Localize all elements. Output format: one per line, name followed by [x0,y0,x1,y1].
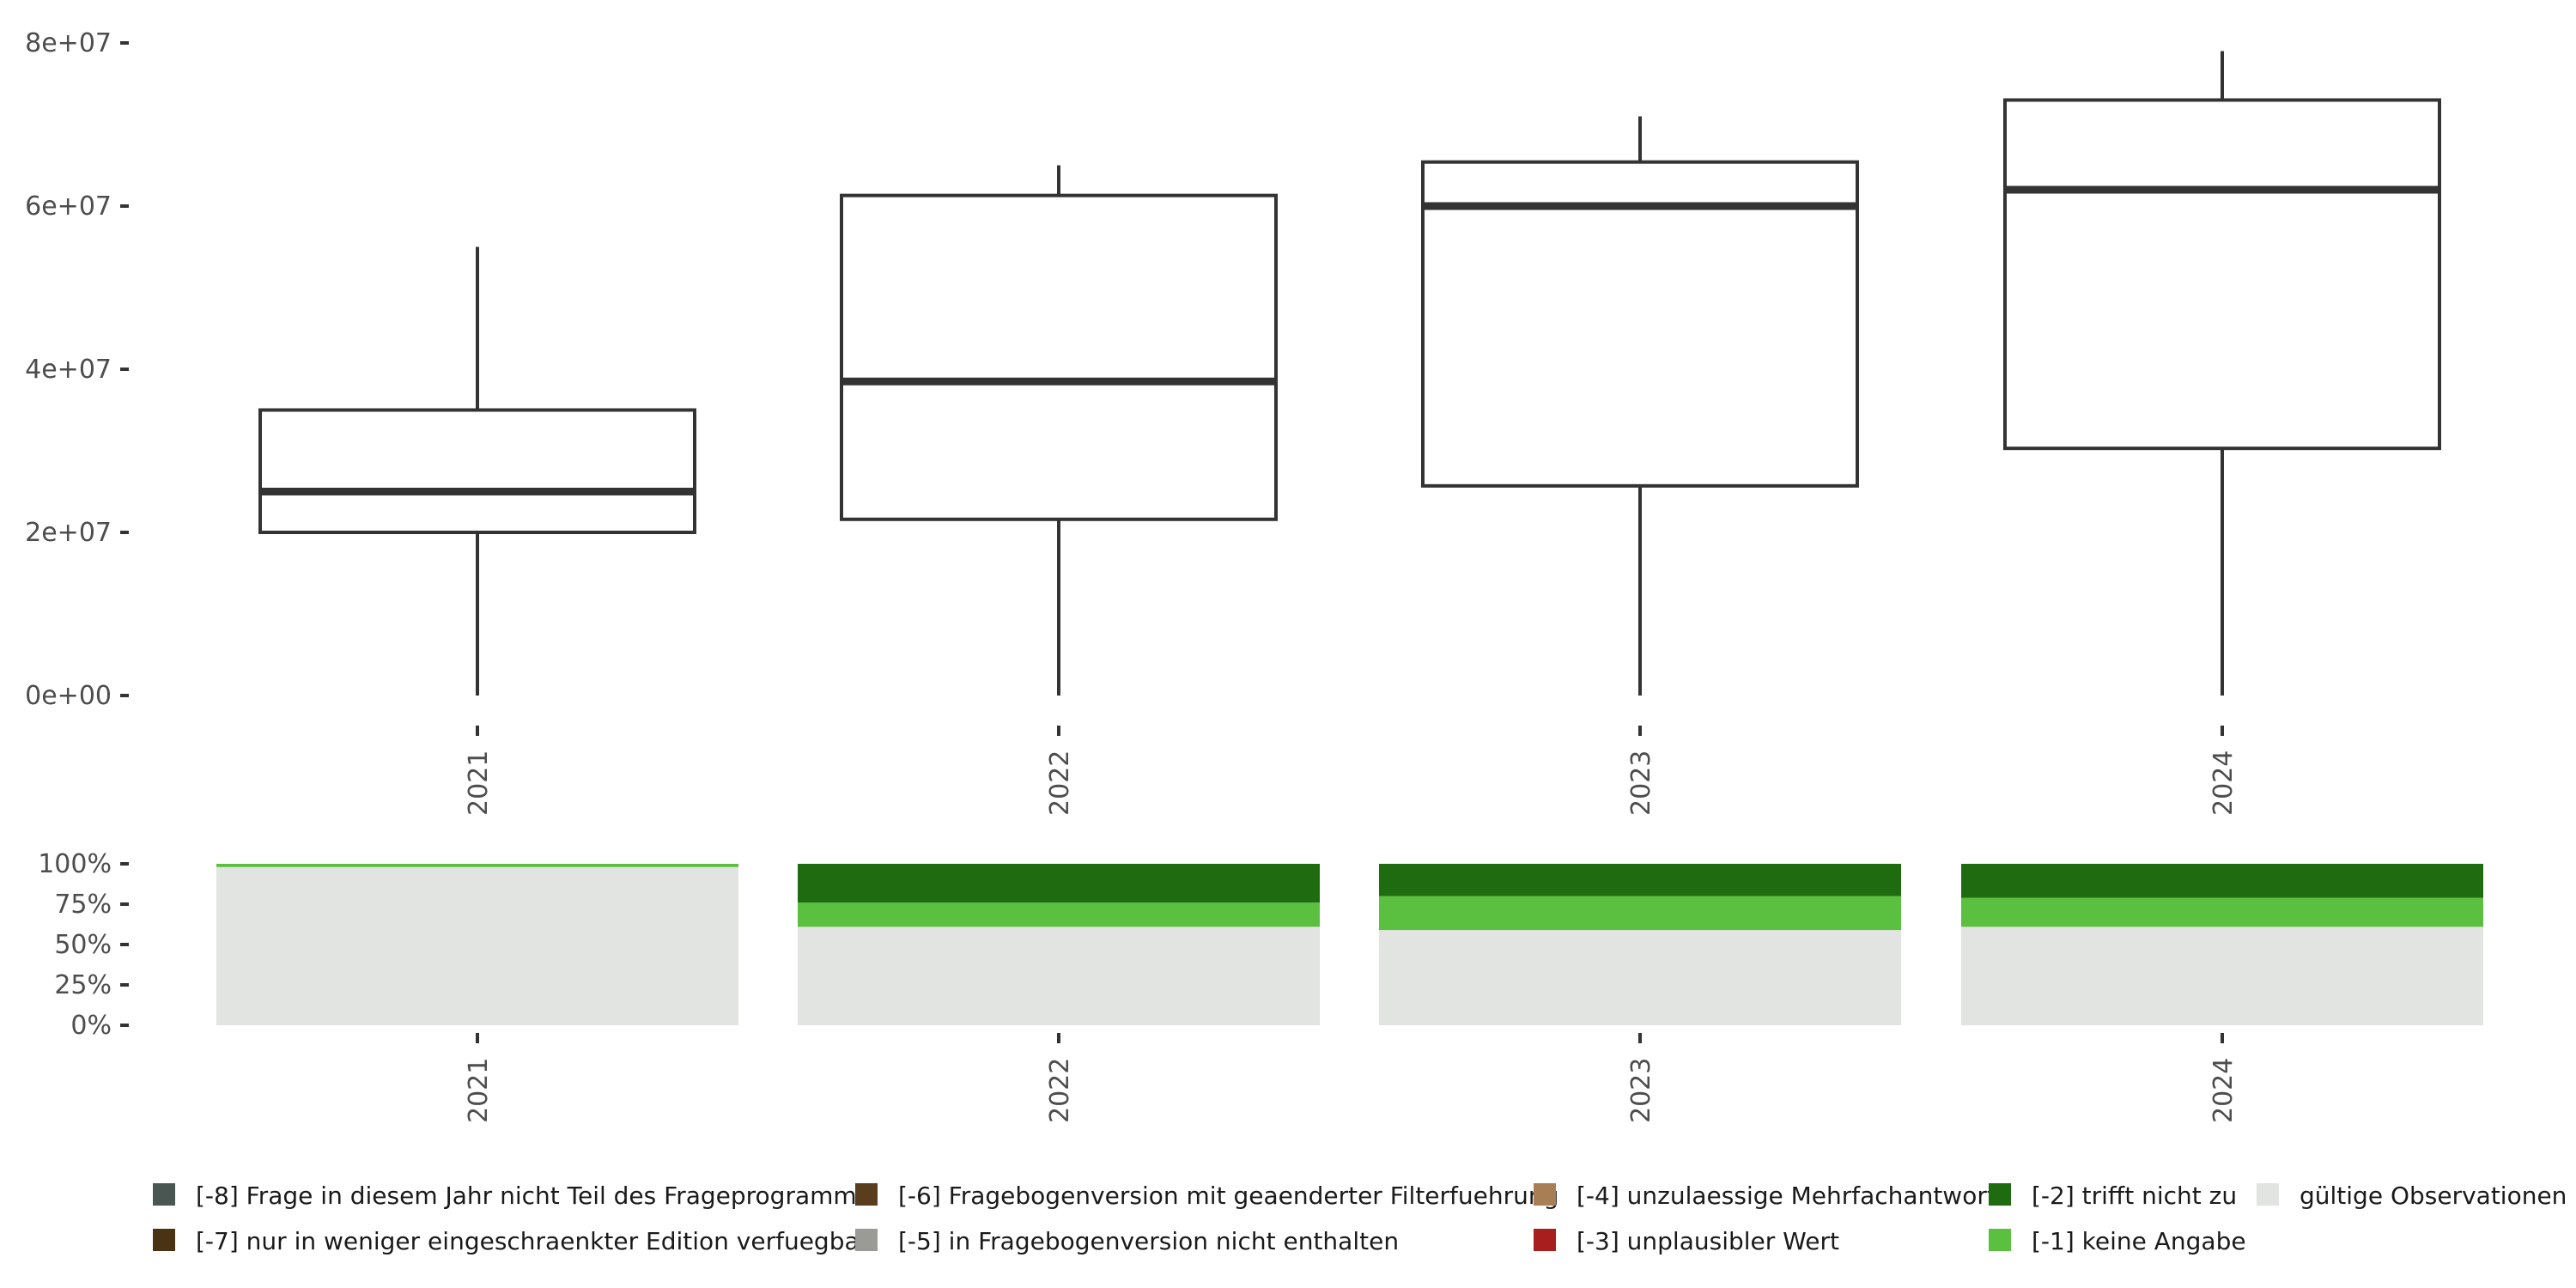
y-tick-label: 75% [54,890,112,920]
box-2021 [258,246,696,696]
bar-segment-2022 [798,927,1320,1025]
legend-label: [-6] Fragebogenversion mit geaenderter F… [898,1182,1558,1210]
y-tick-label: 25% [54,970,112,1000]
legend-label: [-1] keine Angabe [2032,1227,2246,1255]
y-tick-label: 100% [38,849,112,879]
y-tick-label: 8e+07 [25,28,112,58]
legend-key [2257,1183,2279,1206]
legend-key [1989,1229,2011,1251]
box-iqr [1421,160,1859,488]
box-2024 [2003,51,2441,696]
x-tick-label: 2023 [1626,750,1656,816]
bar-segment-2024 [1961,864,2483,898]
legend-label: [-5] in Fragebogenversion nicht enthalte… [898,1227,1399,1255]
box-2023 [1421,116,1859,696]
legend-key [855,1183,878,1206]
box-2022 [840,165,1278,696]
legend-label: [-3] unplausibler Wert [1577,1227,1839,1255]
legend-label: gültige Observationen [2300,1182,2567,1210]
box-iqr [258,408,696,534]
y-tick-label: 50% [54,930,112,960]
legend-label: [-8] Frage in diesem Jahr nicht Teil des… [196,1182,869,1210]
bar-segment-2024 [1961,897,2483,927]
bar-segment-2023 [1379,930,1901,1025]
y-tick-label: 0% [70,1011,112,1041]
legend-label: [-4] unzulaessige Mehrfachantwort [1577,1182,1996,1210]
x-tick-label: 2022 [1045,1058,1075,1123]
boxplot-panel: 0e+00 2e+07 4e+07 6e+07 8e+07 2021 2022 2023 202… [25,28,2441,816]
legend-key [1534,1229,1556,1251]
x-tick-label: 2021 [464,750,494,816]
y-tick-label: 2e+07 [25,518,112,548]
legend: [-8] Frage in diesem Jahr nicht Teil des… [153,1182,2567,1255]
legend-label: [-2] trifft nicht zu [2032,1182,2237,1210]
bar-segment-2023 [1379,896,1901,931]
box-iqr [2003,98,2441,451]
bar-segment-2024 [1961,927,2483,1025]
bar-segment-2022 [798,902,1320,927]
legend-label: [-7] nur in weniger eingeschraenkter Edi… [196,1227,870,1255]
x-tick-label: 2024 [2208,1058,2239,1123]
y-tick-label: 6e+07 [25,191,112,222]
legend-key [153,1229,175,1251]
legend-key [1989,1183,2011,1206]
x-tick-label: 2024 [2208,750,2239,816]
bar-segment-2023 [1379,864,1901,896]
legend-key [855,1229,878,1251]
box-iqr [840,193,1278,521]
x-tick-label: 2022 [1045,750,1075,816]
legend-key [153,1183,175,1206]
bar-segment-2021 [216,866,738,1025]
stacked-bar-panel: 0% 25% 50% 75% 100% 2021 2022 2023 2024 [38,849,2483,1123]
x-tick-label: 2021 [464,1058,494,1123]
y-tick-label: 4e+07 [25,355,112,385]
legend-key [1534,1183,1556,1206]
x-tick-label: 2023 [1626,1058,1656,1123]
bar-segment-2022 [798,864,1320,903]
y-tick-label: 0e+00 [25,681,112,711]
bar-segment-2021 [216,864,738,867]
